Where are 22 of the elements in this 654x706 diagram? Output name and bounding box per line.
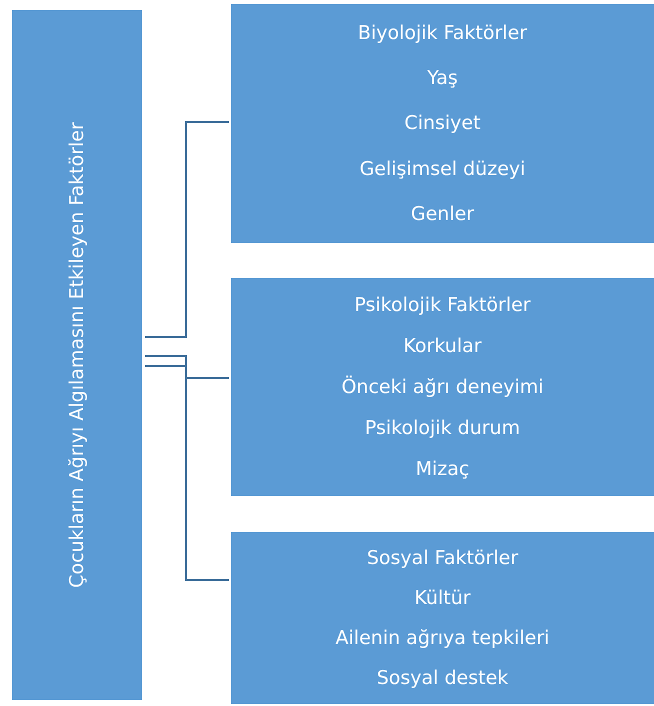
title-box [12, 10, 142, 700]
factor-item: Psikolojik durum [364, 417, 520, 440]
category-box [231, 532, 654, 704]
factor-item: Yaş [427, 67, 458, 90]
connector-line [145, 355, 229, 379]
vertical-title: Çocukların Ağrıyı Algılamasını Etkileyen Faktörler [66, 122, 88, 588]
factor-item: Gelişimsel düzeyi [360, 158, 526, 180]
factor-item: Cinsiyet [404, 112, 481, 134]
connector-line [145, 365, 229, 581]
factor-item: Ailenin ağrıya tepkileri [336, 627, 550, 649]
factor-item: Mizaç [416, 458, 470, 480]
connector-line [145, 121, 229, 338]
factor-item: Kültür [414, 587, 471, 609]
category-heading: Sosyal Faktörler [366, 547, 518, 569]
category-box [231, 4, 654, 243]
factor-item: Sosyal destek [376, 667, 508, 689]
factor-item: Korkular [403, 334, 482, 357]
category-box [231, 278, 654, 496]
category-heading: Biyolojik Faktörler [358, 22, 528, 44]
factor-item: Önceki ağrı deneyimi [341, 376, 544, 398]
factor-item: Genler [410, 203, 474, 226]
category-heading: Psikolojik Faktörler [354, 294, 531, 316]
